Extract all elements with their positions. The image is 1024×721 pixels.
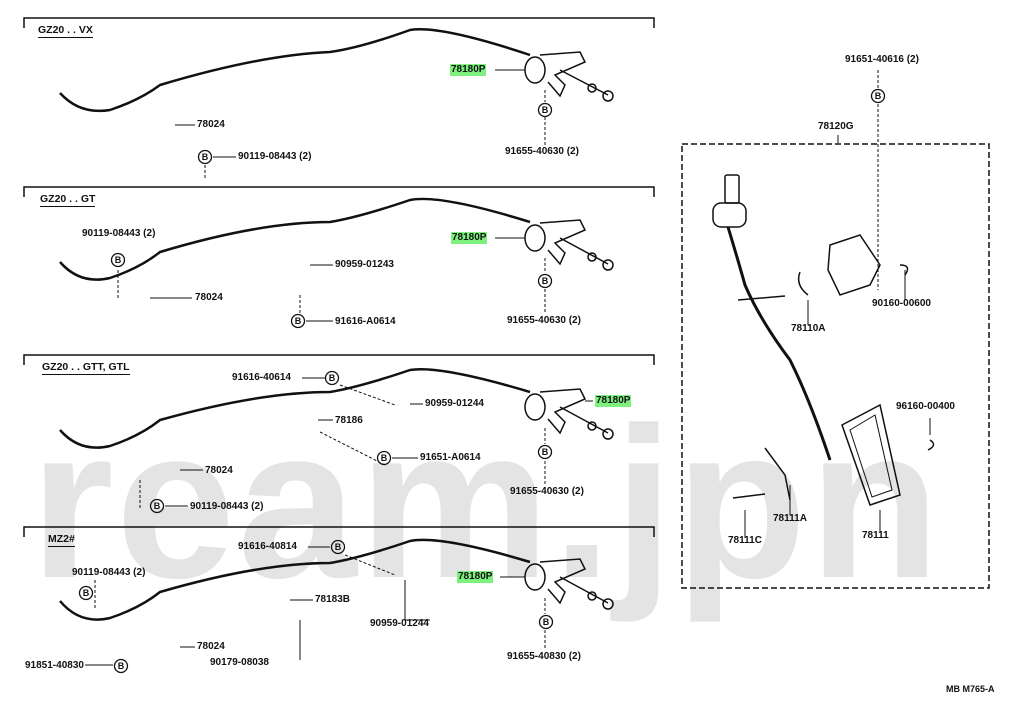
cables [59, 28, 531, 621]
part-label[interactable]: 91655-40830 (2) [507, 651, 581, 662]
part-label[interactable]: 78111 [862, 530, 889, 541]
part-label[interactable]: 91851-40830 [25, 660, 84, 671]
part-label[interactable]: 90119-08443 (2) [190, 501, 264, 512]
pedal-drawing [712, 174, 935, 506]
bolt-symbol: B [83, 588, 90, 598]
part-label[interactable]: 91655-40630 (2) [510, 486, 584, 497]
part-label[interactable]: 96160-00400 [896, 401, 955, 412]
part-label-78180p[interactable]: 78180P [457, 571, 494, 583]
bolt-symbol: B [543, 617, 550, 627]
bolt-symbol: B [118, 661, 125, 671]
bolt-symbol: B [329, 373, 336, 383]
section-title-mz2: MZ2# [48, 533, 75, 547]
part-label[interactable]: 91651-40616 (2) [845, 54, 919, 65]
bolt-symbol-letters: B B B B B B B B B B B B B B [83, 91, 882, 671]
part-label[interactable]: 90959-01244 [370, 618, 429, 629]
part-label[interactable]: 91655-40630 (2) [505, 146, 579, 157]
pedal-assembly-box [681, 143, 990, 589]
bolt-symbol: B [115, 255, 122, 265]
part-label-78180p[interactable]: 78180P [451, 232, 488, 244]
bolt-symbol: B [542, 276, 549, 286]
bolt-symbols [78, 88, 886, 674]
part-label[interactable]: 91616-A0614 [335, 316, 396, 327]
part-label[interactable]: 91651-A0614 [420, 452, 481, 463]
bolt-symbol: B [875, 91, 882, 101]
part-label[interactable]: 78024 [197, 119, 225, 130]
section-title-gz20-gt: GZ20 . . GT [40, 193, 96, 207]
part-label[interactable]: 91616-40614 [232, 372, 291, 383]
cable-end-brackets [524, 51, 614, 610]
part-label[interactable]: 78111C [728, 535, 762, 546]
part-label[interactable]: 90160-00600 [872, 298, 931, 309]
bolt-symbol: B [542, 447, 549, 457]
part-label-78180p[interactable]: 78180P [595, 395, 632, 407]
part-label[interactable]: 90959-01244 [425, 398, 484, 409]
part-label[interactable]: 78024 [197, 641, 225, 652]
part-label[interactable]: 78024 [195, 292, 223, 303]
bolt-symbol: B [542, 105, 549, 115]
part-label[interactable]: 91655-40630 (2) [507, 315, 581, 326]
section-title-gz20-vx: GZ20 . . VX [38, 24, 93, 38]
diagram-code: MB M765-A [946, 684, 995, 694]
part-label[interactable]: 78120G [818, 121, 854, 132]
section-title-gz20-gtt-gtl: GZ20 . . GTT, GTL [42, 361, 130, 375]
part-label[interactable]: 78186 [335, 415, 363, 426]
part-label[interactable]: 90959-01243 [335, 259, 394, 270]
part-label[interactable]: 90119-08443 (2) [82, 228, 156, 239]
bolt-symbol: B [381, 453, 388, 463]
part-label[interactable]: 90119-08443 (2) [72, 567, 146, 578]
part-label[interactable]: 78110A [791, 323, 826, 334]
part-label-78180p[interactable]: 78180P [450, 64, 487, 76]
bolt-symbol: B [335, 542, 342, 552]
bolt-symbol: B [202, 152, 209, 162]
part-label[interactable]: 91616-40814 [238, 541, 297, 552]
part-label[interactable]: 78024 [205, 465, 233, 476]
bolt-symbol: B [154, 501, 161, 511]
leader-lines [85, 69, 931, 666]
part-label[interactable]: 78111A [773, 513, 807, 524]
part-label[interactable]: 90119-08443 (2) [238, 151, 312, 162]
section-frames [23, 17, 655, 537]
bolt-symbol: B [295, 316, 302, 326]
part-label[interactable]: 78183B [315, 594, 351, 605]
part-label[interactable]: 90179-08038 [210, 657, 269, 668]
